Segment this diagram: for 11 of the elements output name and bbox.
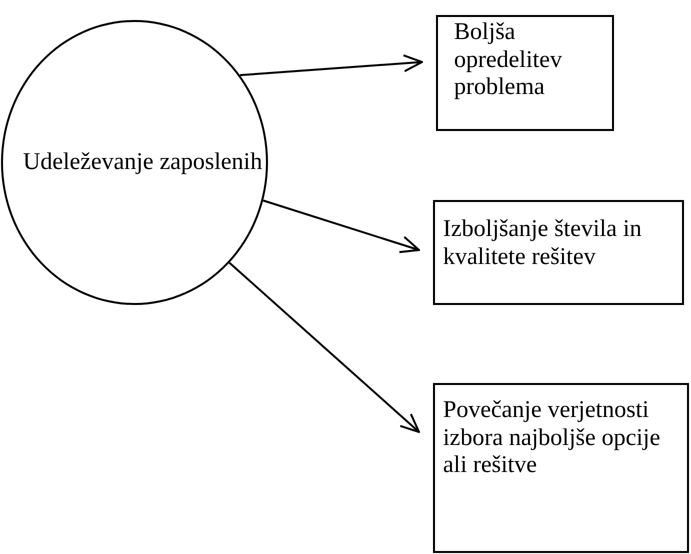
arrow	[240, 54, 423, 76]
ellipse-node	[1, 20, 268, 305]
node-text: Povečanje verjetnosti izbora najboljše opcije ali rešitve	[443, 397, 662, 480]
process-box	[433, 383, 689, 553]
node-text: Boljša opredelitev problema	[454, 19, 563, 102]
arrow	[262, 200, 420, 254]
node-text: Izboljšanje števila in kvalitete rešitev	[443, 216, 643, 272]
node-text: Udeleževanje zaposlenih	[23, 148, 264, 176]
arrow	[228, 262, 420, 433]
process-box	[436, 15, 614, 131]
process-box	[433, 200, 684, 305]
